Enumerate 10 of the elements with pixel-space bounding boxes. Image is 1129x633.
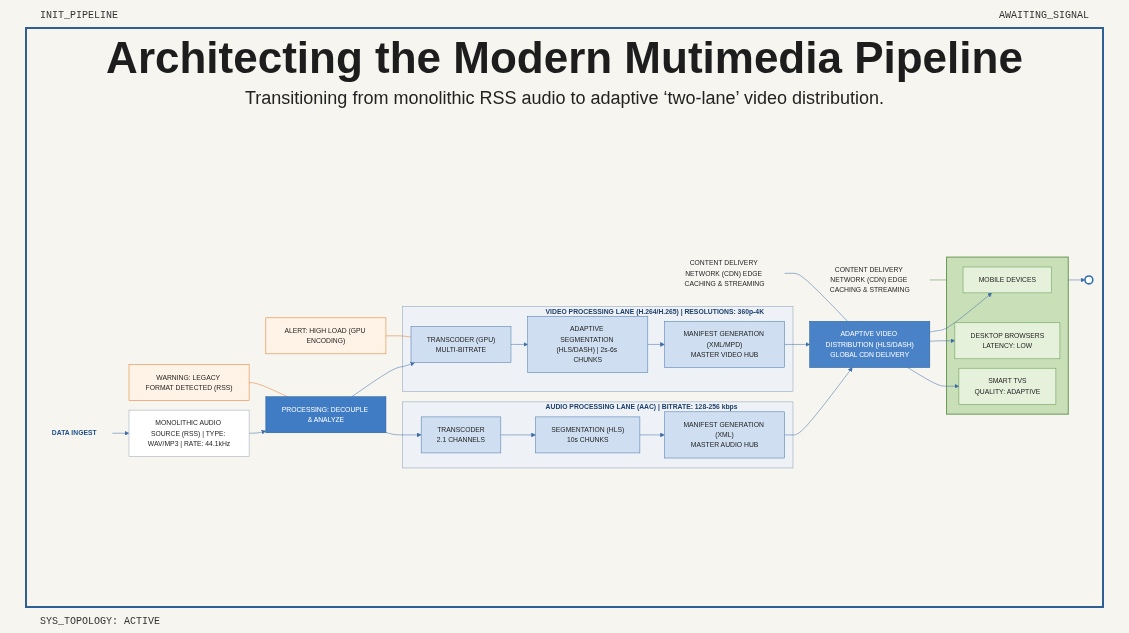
connector	[929, 280, 947, 281]
status-label: AWAITING_SIGNAL	[999, 10, 1089, 21]
title: Architecting the Modern Mutimedia Pipeline	[105, 34, 1024, 83]
connector	[248, 382, 288, 398]
status-label: SYS_TOPOLOGY: ACTIVE	[40, 616, 161, 627]
connector	[784, 273, 848, 323]
subtitle: Transitioning from monolithic RSS audio to adaptive ‘two-lane’ video distribution.	[244, 88, 885, 109]
node-circle	[1084, 275, 1094, 286]
cluster	[946, 257, 1069, 416]
status-label: INIT_PIPELINE	[40, 10, 118, 21]
